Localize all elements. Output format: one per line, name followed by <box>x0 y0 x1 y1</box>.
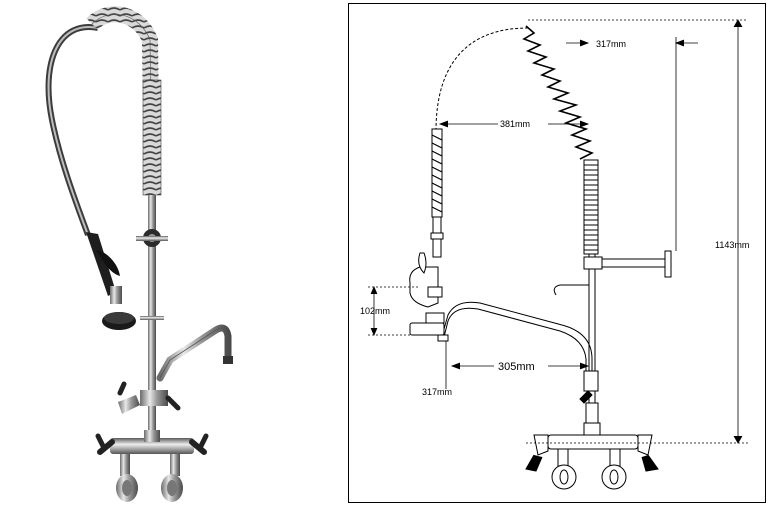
riser-pipe <box>148 195 156 435</box>
dim-top-offset: 317mm <box>596 39 626 49</box>
hose <box>45 24 99 237</box>
dim-spout-length: 305mm <box>498 361 535 373</box>
spout <box>156 324 232 382</box>
mixing-valve <box>110 438 194 454</box>
dim-spray-height: 102mm <box>360 306 390 316</box>
dim-height: 1143mm <box>715 240 749 250</box>
dim-reach: 381mm <box>500 119 530 129</box>
spray-valve <box>86 232 116 296</box>
dimension-drawing: 317mm 381mm 1143mm 102mm 305mm 317mm <box>360 19 749 490</box>
coil-spring-drawing <box>522 25 594 160</box>
drawing-frame <box>348 3 766 503</box>
spout-drawing <box>443 301 593 371</box>
hose-dashed <box>435 27 529 132</box>
mixing-valve-drawing <box>547 434 639 450</box>
faucet-photo <box>45 6 233 502</box>
dim-base-offset: 317mm <box>422 387 452 397</box>
